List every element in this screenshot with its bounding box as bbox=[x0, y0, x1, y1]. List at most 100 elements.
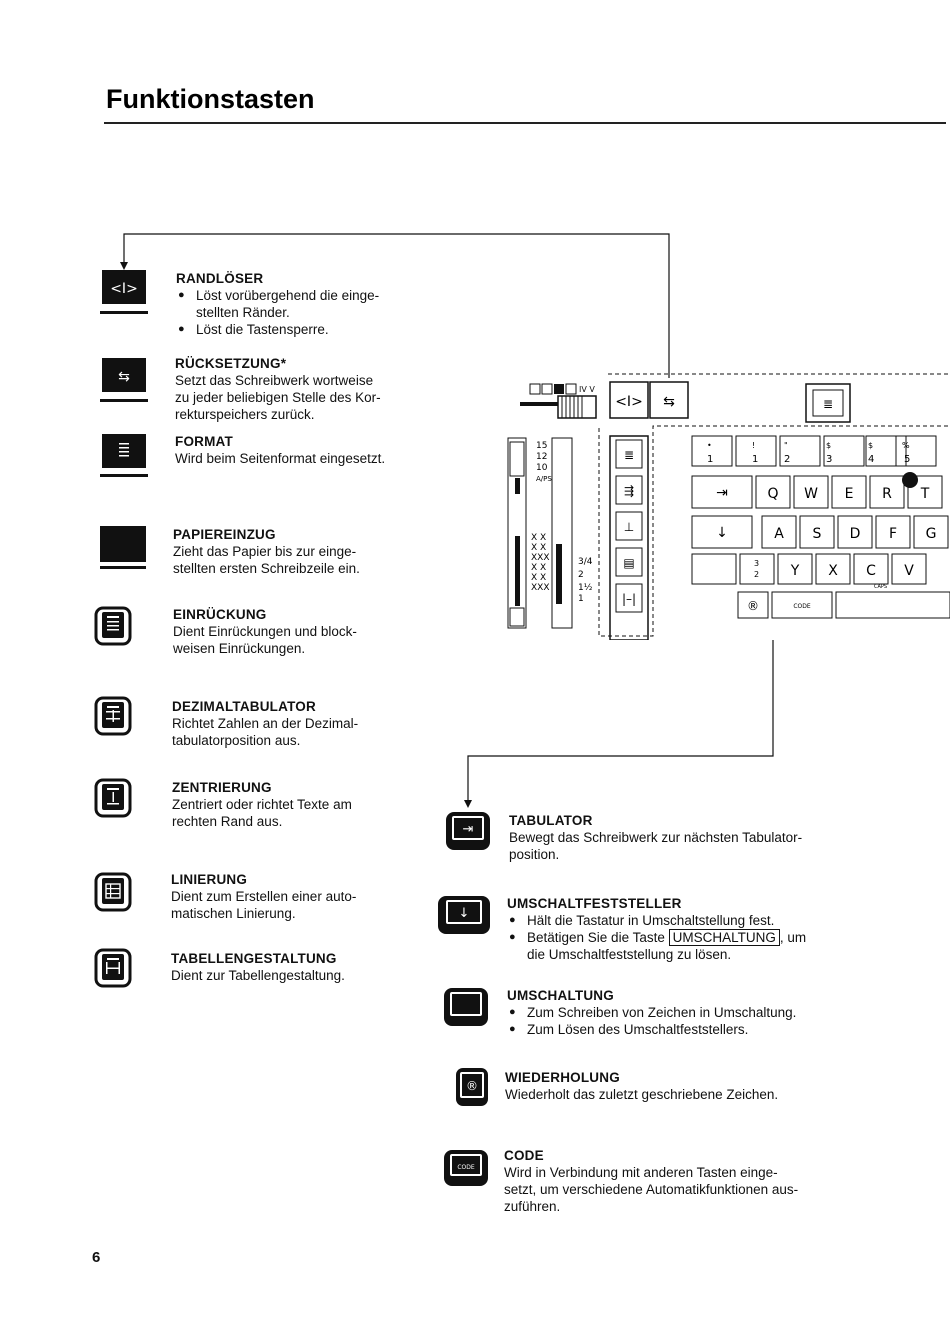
repeat-key-icon: ® bbox=[456, 1068, 488, 1106]
scale-label: 2 bbox=[578, 570, 584, 580]
page-number: 6 bbox=[92, 1249, 101, 1266]
key-entry-code: CODE Wird in Verbindung mit anderen Tast… bbox=[504, 1147, 924, 1215]
shift-lock-icon: ↓ bbox=[438, 896, 490, 934]
svg-text:CODE: CODE bbox=[793, 603, 811, 610]
svg-text:X: X bbox=[828, 563, 838, 579]
key-description: Bewegt das Schreibwerk zur nächsten Tabu… bbox=[509, 830, 803, 862]
svg-text:V: V bbox=[904, 563, 914, 579]
key-entry-einrueckung: EINRÜCKUNG Dient Einrückungen und block-… bbox=[173, 606, 433, 657]
svg-text:!: ! bbox=[752, 441, 755, 450]
svg-text:": " bbox=[784, 441, 788, 450]
svg-text:XXX: XXX bbox=[531, 553, 550, 563]
svg-text:⇥: ⇥ bbox=[716, 485, 728, 501]
svg-text:X X: X X bbox=[531, 543, 546, 553]
svg-text:↓: ↓ bbox=[459, 906, 470, 921]
bullet-text: , um die Umschaltfeststellung zu lösen. bbox=[527, 930, 807, 962]
paper-feed-icon bbox=[100, 526, 146, 569]
code-key-icon: CODE bbox=[444, 1150, 488, 1186]
key-description: Setzt das Schreibwerk wortweise zu jeder… bbox=[175, 373, 381, 422]
key-heading: UMSCHALTFESTSTELLER bbox=[507, 896, 682, 911]
title-rule bbox=[104, 122, 946, 124]
key-heading: FORMAT bbox=[175, 434, 233, 449]
key-heading: EINRÜCKUNG bbox=[173, 607, 267, 622]
bullet-item: Löst die Tastensperre. bbox=[176, 321, 426, 338]
scale-label: 3/4 bbox=[578, 557, 593, 567]
pitch-selector: IV V bbox=[520, 383, 597, 419]
tab-key-icon: ⇥ bbox=[446, 812, 490, 850]
svg-text:X X: X X bbox=[531, 533, 546, 543]
svg-text:<I>: <I> bbox=[110, 281, 138, 297]
svg-text:|–|: |–| bbox=[622, 592, 636, 606]
table-icon bbox=[94, 948, 132, 988]
svg-text:CODE: CODE bbox=[457, 1164, 475, 1171]
key-entry-umschaltung: UMSCHALTUNG Zum Schreiben von Zeichen in… bbox=[507, 987, 927, 1038]
svg-text:$: $ bbox=[868, 441, 873, 450]
bullet-item: Löst vorübergehend die einge- stellten R… bbox=[176, 287, 426, 321]
key-heading: CODE bbox=[504, 1148, 544, 1163]
key-bullets: Löst vorübergehend die einge- stellten R… bbox=[176, 287, 426, 338]
key-description: Wird beim Seitenformat eingesetzt. bbox=[175, 451, 386, 466]
shift-key-reference: UMSCHALTUNG bbox=[668, 929, 780, 946]
svg-text:3: 3 bbox=[826, 454, 832, 465]
svg-text:⇆: ⇆ bbox=[663, 394, 675, 410]
svg-text:4: 4 bbox=[868, 454, 874, 465]
svg-text:•: • bbox=[707, 441, 712, 450]
key-heading: TABELLENGESTALTUNG bbox=[171, 951, 337, 966]
svg-text:⊥: ⊥ bbox=[624, 520, 634, 534]
key-heading: RANDLÖSER bbox=[176, 271, 264, 286]
svg-text:$: $ bbox=[826, 441, 831, 450]
decimal-tab-icon bbox=[94, 696, 132, 736]
indent-icon bbox=[94, 606, 132, 646]
svg-text:C: C bbox=[866, 563, 876, 579]
svg-text:2: 2 bbox=[754, 570, 759, 579]
format-icon bbox=[100, 434, 148, 477]
key-heading: PAPIEREINZUG bbox=[173, 527, 276, 542]
svg-text:X X: X X bbox=[531, 573, 546, 583]
keyboard-rows: •1 !1 "2 $3 $4 %5 ⇥ Q W E R T ↓ A S D F … bbox=[691, 435, 950, 619]
key-description: Dient zum Erstellen einer auto- matische… bbox=[171, 889, 357, 921]
center-icon bbox=[94, 778, 132, 818]
key-description: Zentriert oder richtet Texte am rechten … bbox=[172, 797, 352, 829]
key-heading: DEZIMALTABULATOR bbox=[172, 699, 316, 714]
svg-text:Q: Q bbox=[767, 486, 778, 502]
svg-text:Y: Y bbox=[790, 563, 800, 579]
key-entry-format: FORMAT Wird beim Seitenformat eingesetzt… bbox=[175, 433, 435, 467]
key-entry-umschaltfeststeller: UMSCHALTFESTSTELLER Hält die Tastatur in… bbox=[507, 895, 927, 963]
key-heading: WIEDERHOLUNG bbox=[505, 1070, 620, 1085]
key-entry-tabellengestaltung: TABELLENGESTALTUNG Dient zur Tabellenges… bbox=[171, 950, 431, 984]
key-bullets: Zum Schreiben von Zeichen in Umschaltung… bbox=[507, 1004, 927, 1038]
svg-text:X X: X X bbox=[531, 563, 546, 573]
key-entry-wiederholung: WIEDERHOLUNG Wiederholt das zuletzt gesc… bbox=[505, 1069, 925, 1103]
svg-text:<I>: <I> bbox=[615, 394, 643, 410]
svg-text:⇆: ⇆ bbox=[118, 369, 130, 385]
key-entry-randloeser: RANDLÖSER Löst vorübergehend die einge- … bbox=[176, 270, 426, 338]
scale-label: 12 bbox=[536, 452, 547, 462]
svg-text:®: ® bbox=[747, 599, 759, 613]
margin-release-icon: <I> bbox=[100, 270, 148, 314]
key-entry-tabulator: TABULATOR Bewegt das Schreibwerk zur näc… bbox=[509, 812, 909, 863]
svg-text:1: 1 bbox=[707, 454, 713, 465]
svg-text:⇥: ⇥ bbox=[463, 822, 474, 837]
key-description: Dient zur Tabellengestaltung. bbox=[171, 968, 345, 983]
ruling-icon bbox=[94, 872, 132, 912]
svg-text:G: G bbox=[926, 526, 937, 542]
svg-text:A: A bbox=[774, 526, 784, 542]
svg-text:%: % bbox=[902, 441, 910, 450]
svg-text:T: T bbox=[920, 486, 930, 502]
key-heading: RÜCKSETZUNG* bbox=[175, 356, 287, 371]
key-heading: ZENTRIERUNG bbox=[172, 780, 272, 795]
svg-text:R: R bbox=[882, 486, 892, 502]
key-description: Richtet Zahlen an der Dezimal- tabulator… bbox=[172, 716, 359, 748]
key-description: Wird in Verbindung mit anderen Tasten ei… bbox=[504, 1165, 799, 1214]
key-heading: UMSCHALTUNG bbox=[507, 988, 614, 1003]
key-description: Zieht das Papier bis zur einge- stellten… bbox=[173, 544, 360, 576]
svg-text:XXX: XXX bbox=[531, 583, 550, 593]
bullet-item: Zum Lösen des Umschaltfeststellers. bbox=[507, 1021, 927, 1038]
svg-text:W: W bbox=[804, 486, 818, 502]
scale-label: 1 bbox=[578, 594, 584, 604]
key-entry-dezimaltabulator: DEZIMALTABULATOR Richtet Zahlen an der D… bbox=[172, 698, 432, 749]
svg-text:D: D bbox=[850, 526, 861, 542]
key-entry-papiereinzug: PAPIEREINZUG Zieht das Papier bis zur ei… bbox=[173, 526, 433, 577]
